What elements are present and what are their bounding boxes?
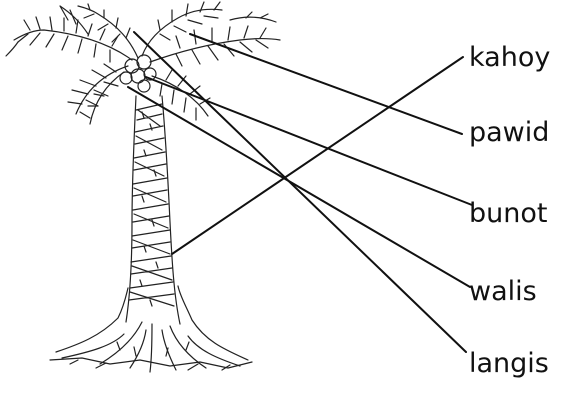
line-langis bbox=[133, 31, 467, 353]
coconut-cluster bbox=[119, 54, 157, 93]
tree-roots bbox=[49, 285, 253, 373]
line-kahoy bbox=[171, 56, 464, 255]
line-pawid bbox=[189, 33, 463, 135]
label-bunot: bunot bbox=[469, 198, 548, 229]
line-walis bbox=[127, 86, 471, 288]
tree-trunk bbox=[125, 95, 181, 325]
label-kahoy: kahoy bbox=[469, 42, 551, 73]
line-bunot bbox=[145, 76, 473, 206]
label-pawid: pawid bbox=[469, 117, 550, 148]
label-walis: walis bbox=[469, 276, 537, 307]
tree-fronds bbox=[5, 1, 281, 125]
label-langis: langis bbox=[469, 348, 549, 379]
matching-lines bbox=[127, 31, 473, 353]
